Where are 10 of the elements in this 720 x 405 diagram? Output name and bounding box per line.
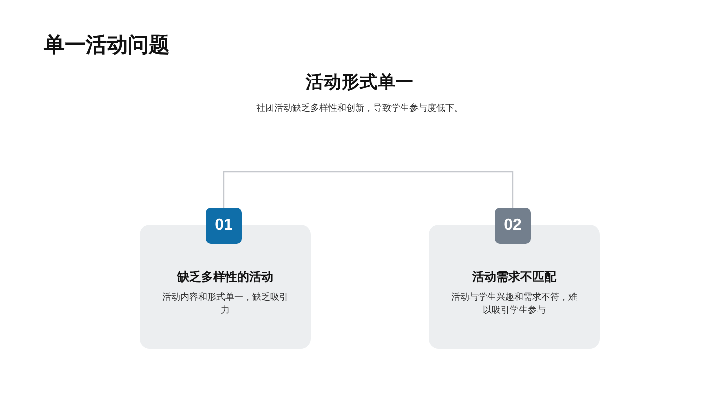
card-heading: 活动需求不匹配 [472, 269, 556, 285]
section-heading: 活动形式单一 [306, 71, 414, 93]
card-text: 活动内容和形式单一，缺乏吸引力 [162, 291, 290, 317]
number-badge: 01 [206, 208, 242, 244]
page-title: 单一活动问题 [44, 33, 170, 59]
subtitle: 社团活动缺乏多样性和创新，导致学生参与度低下。 [256, 102, 464, 114]
number-badge: 02 [495, 208, 531, 244]
card-text: 活动与学生兴趣和需求不符，难以吸引学生参与 [450, 291, 578, 317]
connector-line [223, 171, 514, 208]
card-heading: 缺乏多样性的活动 [178, 269, 274, 285]
